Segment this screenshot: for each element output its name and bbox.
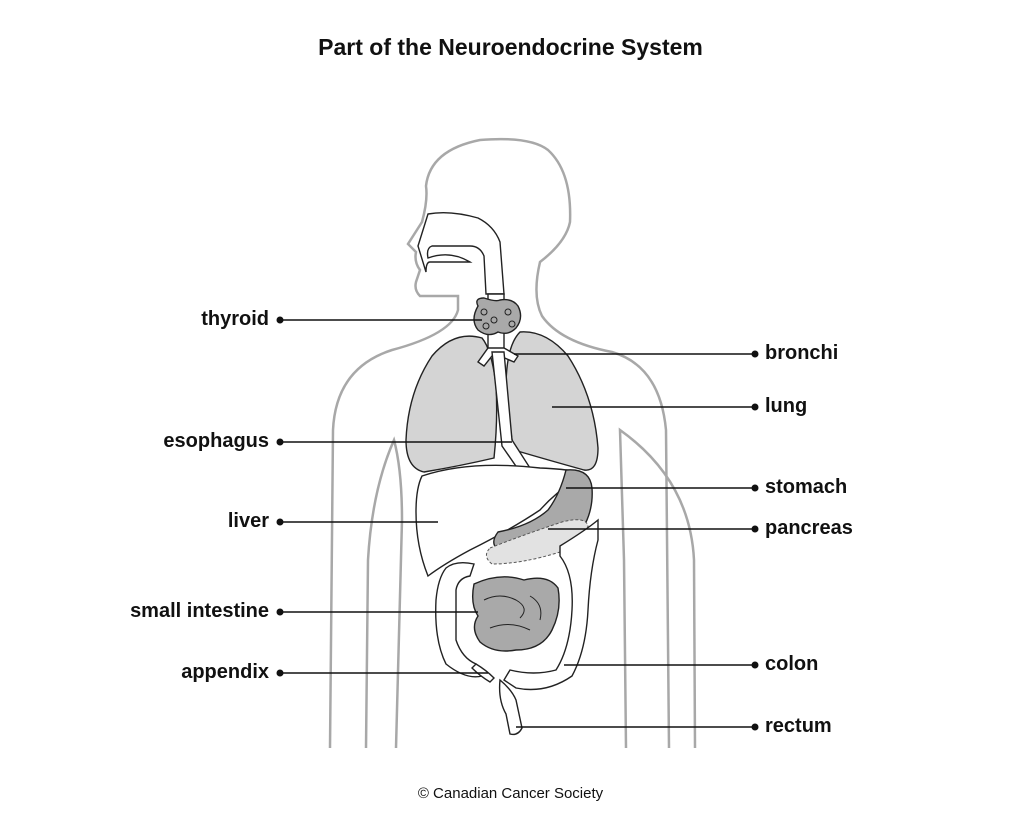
airway bbox=[417, 211, 505, 295]
label-small-intestine: small intestine bbox=[130, 600, 269, 622]
leader-dot-small-intestine bbox=[276, 608, 284, 616]
body-outline bbox=[328, 137, 697, 749]
leader-dot-lung bbox=[751, 403, 759, 411]
pancreas bbox=[486, 519, 589, 565]
liver bbox=[415, 464, 581, 578]
leader-dot-stomach bbox=[751, 484, 759, 492]
label-stomach: stomach bbox=[765, 476, 848, 498]
rectum bbox=[498, 678, 523, 736]
label-rectum: rectum bbox=[765, 715, 832, 737]
leader-dot-thyroid bbox=[276, 316, 284, 324]
label-bronchi: bronchi bbox=[765, 342, 839, 364]
leader-lines bbox=[276, 316, 759, 731]
thyroid-gland bbox=[473, 297, 522, 336]
copyright-credit: © Canadian Cancer Society bbox=[417, 785, 604, 802]
small-intestine-folds bbox=[483, 595, 542, 631]
leader-dot-bronchi bbox=[751, 350, 759, 358]
leader-dot-pancreas bbox=[751, 525, 759, 533]
label-colon: colon bbox=[765, 653, 819, 675]
page-title: Part of the Neuroendocrine System bbox=[318, 34, 703, 60]
leader-dot-colon bbox=[751, 661, 759, 669]
left-arm-inner-outline bbox=[364, 436, 404, 749]
label-pancreas: pancreas bbox=[765, 517, 853, 539]
leader-dot-liver bbox=[276, 518, 284, 526]
label-esophagus: esophagus bbox=[163, 430, 269, 452]
label-lung: lung bbox=[765, 395, 808, 417]
small-intestine bbox=[471, 576, 560, 652]
head-and-torso-outline bbox=[328, 137, 671, 749]
leader-dot-appendix bbox=[276, 669, 284, 677]
label-liver: liver bbox=[227, 510, 269, 532]
right-arm-inner-outline bbox=[618, 427, 697, 749]
right-lung bbox=[505, 331, 599, 471]
leader-dot-esophagus bbox=[276, 438, 284, 446]
leader-dot-rectum bbox=[751, 723, 759, 731]
label-thyroid: thyroid bbox=[201, 308, 269, 330]
label-appendix: appendix bbox=[181, 661, 269, 683]
